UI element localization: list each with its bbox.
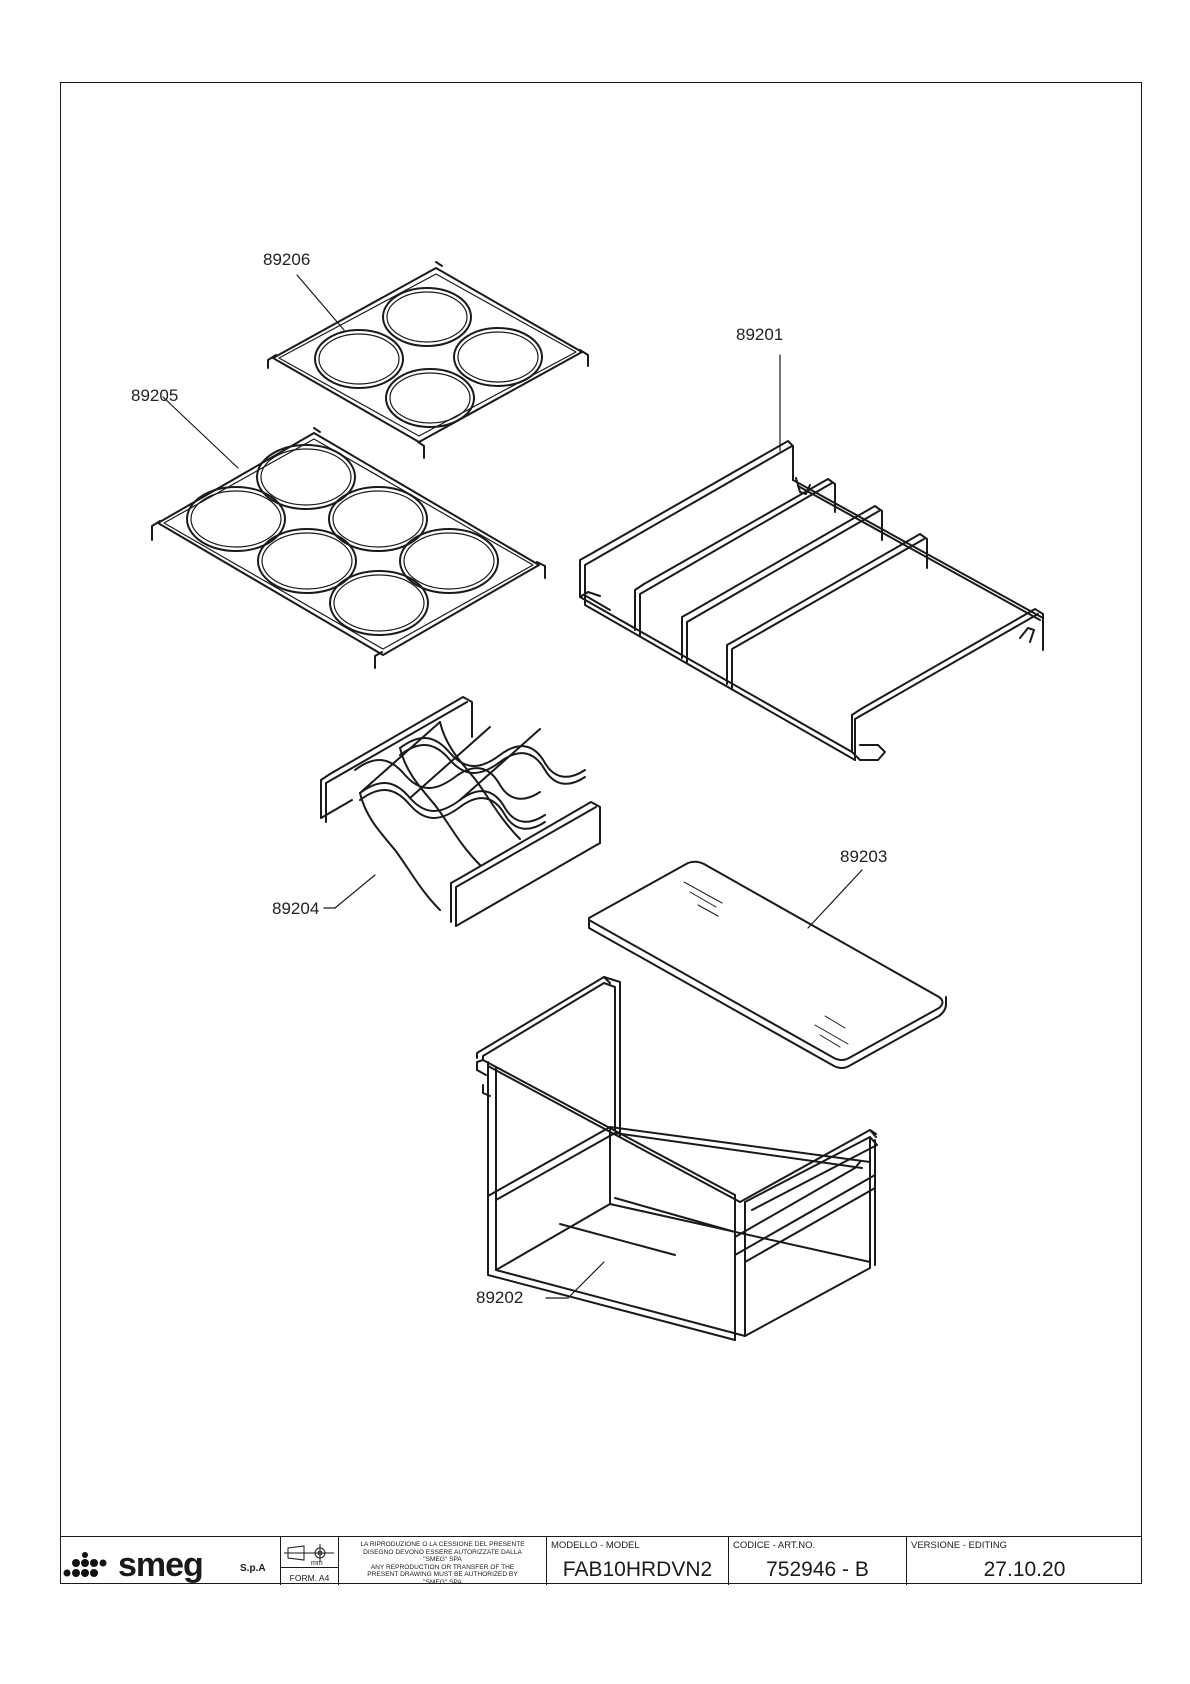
code-cell: CODICE - ART.NO. 752946 - B	[728, 1537, 906, 1585]
unit-label: mm	[311, 1560, 323, 1567]
model-cell: MODELLO - MODEL FAB10HRDVN2	[546, 1537, 728, 1585]
projection-symbol-icon	[284, 1544, 334, 1562]
title-block: mm FORM. A4 LA RIPRODUZIONE O LA CESSION…	[60, 1536, 1142, 1586]
part-label-89203: 89203	[840, 847, 888, 866]
wire-shelf-dividers	[579, 354, 1044, 761]
part-label-89201: 89201	[736, 325, 784, 344]
reproduction-notice: LA RIPRODUZIONE O LA CESSIONE DEL PRESEN…	[360, 1541, 525, 1586]
drawing-sheet-frame	[60, 82, 1142, 1584]
part-label-89205: 89205	[131, 386, 179, 405]
version-value: 27.10.20	[983, 1558, 1066, 1581]
egg-rack-4-hole	[267, 261, 589, 459]
smeg-logo-dots-icon	[63, 1552, 107, 1577]
form-label: FORM. A4	[289, 1573, 330, 1583]
wire-basket	[476, 976, 878, 1341]
model-label: MODELLO - MODEL	[551, 1540, 640, 1551]
projection-cell: mm FORM. A4	[280, 1537, 338, 1585]
egg-rack-6-hole	[151, 396, 546, 669]
code-value: 752946 - B	[766, 1558, 869, 1581]
version-label: VERSIONE - EDITING	[911, 1540, 1008, 1551]
reproduction-notice-cell: LA RIPRODUZIONE O LA CESSIONE DEL PRESEN…	[338, 1537, 546, 1586]
model-value: FAB10HRDVN2	[562, 1558, 713, 1581]
brand-suffix: S.p.A	[240, 1563, 266, 1574]
version-cell: VERSIONE - EDITING 27.10.20	[906, 1537, 1142, 1585]
glass-shelf	[588, 860, 947, 1069]
part-label-89204: 89204	[272, 899, 320, 918]
wine-bottle-rack	[320, 696, 601, 927]
part-label-89202: 89202	[476, 1288, 524, 1307]
code-label: CODICE - ART.NO.	[733, 1540, 816, 1551]
part-label-89206: 89206	[263, 250, 311, 269]
brand-wordmark: smeg	[118, 1546, 204, 1584]
